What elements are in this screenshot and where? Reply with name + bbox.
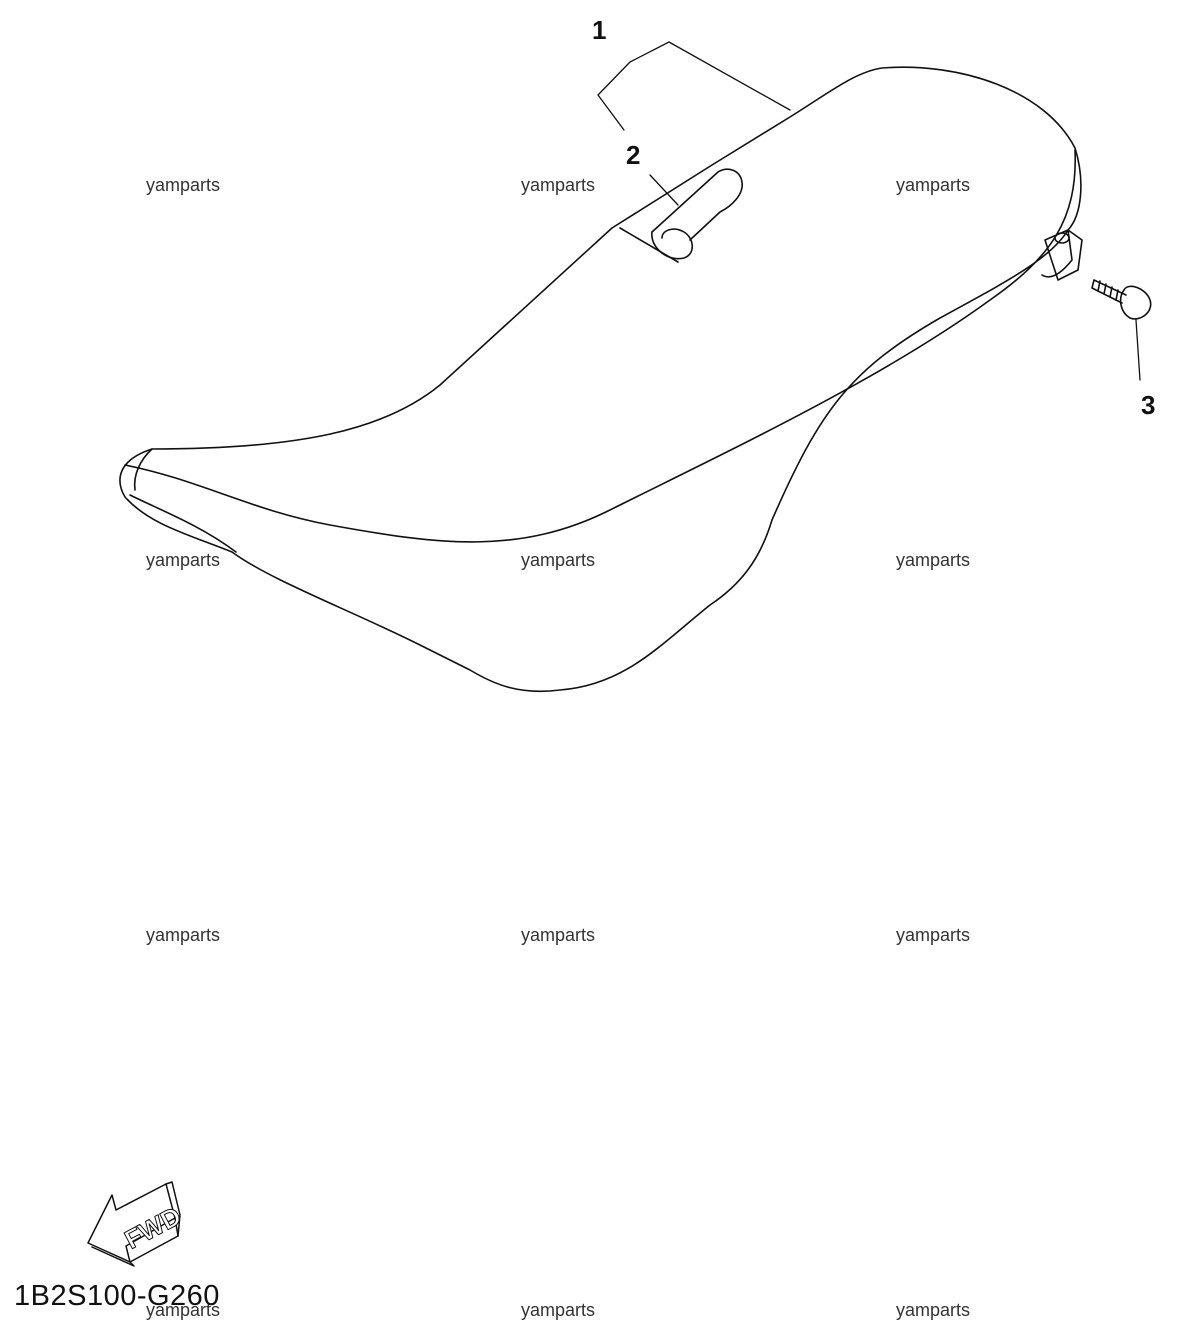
seat-outline <box>119 66 1082 693</box>
strap-base <box>619 227 679 263</box>
seat-rear-bracket <box>1044 229 1083 281</box>
watermark: yamparts <box>146 175 221 195</box>
callout-1: 1 <box>592 15 607 45</box>
watermark: yamparts <box>146 1300 221 1320</box>
bolt-part-3 <box>1091 279 1152 320</box>
diagram-code: 1B2S100-G260 <box>14 1280 220 1312</box>
watermark: yamparts <box>521 175 596 195</box>
callout-2: 2 <box>626 140 641 170</box>
watermark: yamparts <box>146 925 221 945</box>
seat-nose-crease <box>133 448 153 491</box>
leader-line-2 <box>649 174 679 206</box>
watermark: yamparts <box>896 925 971 945</box>
seat-part-1 <box>119 66 1083 693</box>
watermark: yamparts <box>521 925 596 945</box>
leader-lines <box>597 41 1141 381</box>
leader-line-3 <box>1135 319 1141 381</box>
watermark: yamparts <box>146 550 221 570</box>
strap-body <box>651 168 743 241</box>
seat-front-edge <box>129 494 237 553</box>
strap-loop <box>651 228 694 260</box>
seat-top-ridge <box>124 149 1076 543</box>
watermark: yamparts <box>521 1300 596 1320</box>
watermark: yamparts <box>896 175 971 195</box>
watermark: yamparts <box>896 550 971 570</box>
seat-tail-crease <box>1041 229 1073 278</box>
bolt-threads <box>1097 280 1119 301</box>
bolt-head <box>1119 285 1152 320</box>
watermark: yamparts <box>896 1300 971 1320</box>
fwd-label: FWD <box>120 1201 186 1255</box>
strap-part-2 <box>619 168 743 263</box>
leader-line-1 <box>597 41 791 131</box>
watermark: yamparts <box>521 550 596 570</box>
bracket-hole <box>1054 232 1070 244</box>
callout-3: 3 <box>1141 390 1156 420</box>
fwd-arrow-icon: FWD <box>87 1181 186 1267</box>
